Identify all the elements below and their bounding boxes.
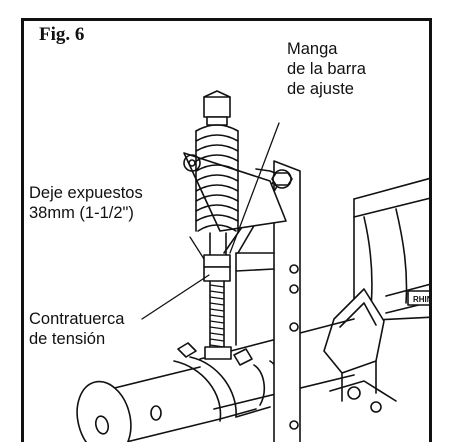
label-line: Contratuerca — [29, 310, 125, 328]
shaft-end — [76, 356, 271, 442]
label-line: 38mm (1-1/2") — [29, 204, 134, 222]
spring-assembly — [195, 90, 239, 360]
label-tension-locknut: Contratuerca de tensión — [29, 309, 124, 349]
label-line: de ajuste — [287, 80, 354, 98]
leader-lines — [141, 122, 280, 320]
upper-linkage — [183, 152, 293, 232]
sleeve-leader — [229, 122, 280, 254]
label-line: de tensión — [29, 330, 106, 348]
figure-title: Fig. 6 — [39, 24, 85, 45]
svg-text:RHINO: RHINO — [413, 295, 432, 304]
label-exposed-length: Deje expuestos 38mm (1-1/2") — [29, 183, 143, 223]
label-line: Deje expuestos — [29, 184, 143, 202]
label-adjustment-bar-sleeve: Manga de la barra de ajuste — [287, 39, 366, 99]
locknut-leader — [141, 274, 210, 320]
label-line: de la barra — [287, 60, 366, 78]
figure-frame: RHINO — [21, 18, 432, 442]
housing-bracket — [323, 288, 397, 413]
collar-bolts — [177, 342, 253, 366]
exposure-leader — [189, 236, 205, 260]
mower-assembly-drawing: RHINO — [76, 90, 432, 442]
label-line: Manga — [287, 40, 338, 58]
